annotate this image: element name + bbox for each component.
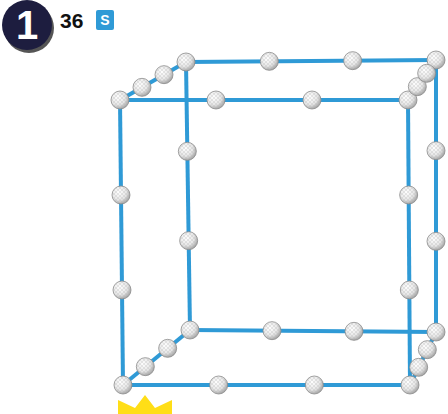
stick <box>186 62 190 330</box>
ball <box>207 91 225 109</box>
ball <box>418 64 436 82</box>
ball <box>418 341 436 359</box>
step-badge: 1 <box>2 0 52 50</box>
ball <box>427 232 445 250</box>
ball <box>263 322 281 340</box>
level-tag: S <box>96 10 114 30</box>
ball <box>180 232 198 250</box>
stick <box>120 100 123 385</box>
ball <box>177 53 195 71</box>
stick <box>120 62 186 100</box>
ball <box>159 339 177 357</box>
ball <box>178 142 196 160</box>
stick <box>434 60 438 332</box>
ball <box>410 358 428 376</box>
stick <box>120 98 408 102</box>
starburst <box>118 395 172 414</box>
stick <box>190 330 436 332</box>
ball <box>111 91 129 109</box>
stick <box>123 383 410 387</box>
node-text: S <box>100 13 109 27</box>
stick <box>123 330 190 385</box>
stick <box>408 100 410 385</box>
ball <box>305 376 323 394</box>
stick <box>408 60 436 100</box>
ball <box>400 186 418 204</box>
ball <box>344 52 362 70</box>
ball <box>345 322 363 340</box>
stick <box>186 60 436 62</box>
ball <box>112 186 130 204</box>
ball <box>136 358 154 376</box>
ball <box>401 376 419 394</box>
ball <box>114 376 132 394</box>
balls <box>111 51 445 394</box>
ball <box>210 376 228 394</box>
ball <box>303 91 321 109</box>
ball <box>427 323 445 341</box>
ball <box>113 281 131 299</box>
ball <box>133 78 151 96</box>
ball <box>181 321 199 339</box>
ball <box>155 66 173 84</box>
ball <box>400 281 418 299</box>
page-number: 36 <box>60 9 83 33</box>
ball <box>427 142 445 160</box>
node-text: 1 <box>16 5 38 45</box>
sticks <box>120 60 436 385</box>
ball <box>260 52 278 70</box>
